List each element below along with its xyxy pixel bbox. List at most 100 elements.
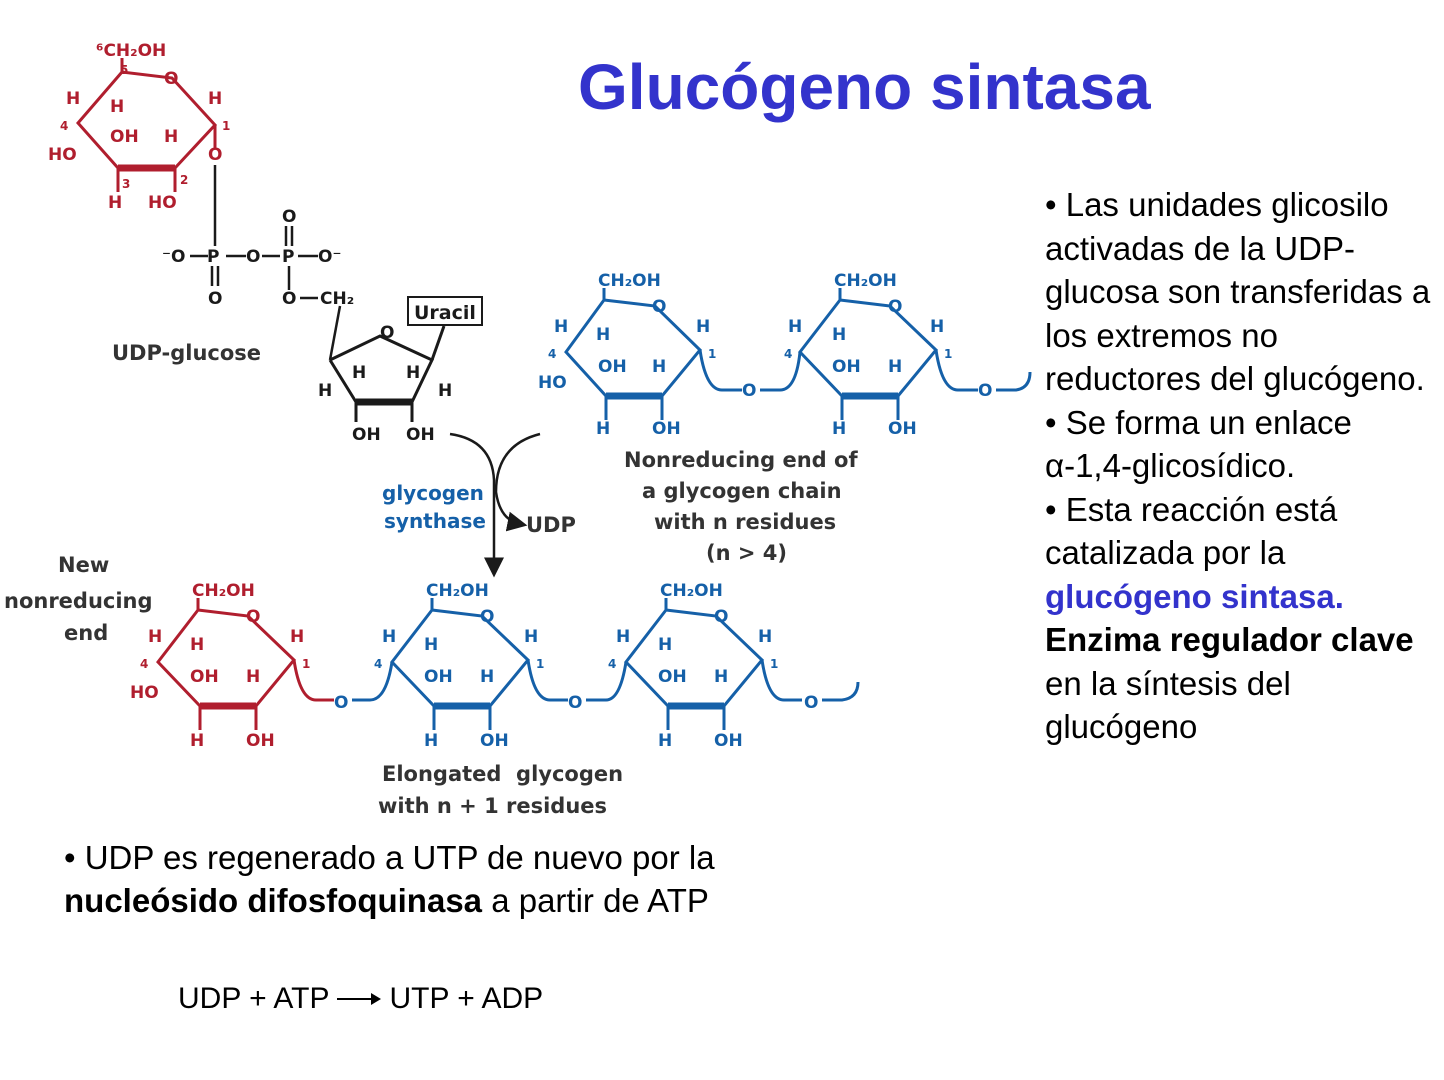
svg-text:2: 2 <box>180 173 188 187</box>
svg-text:O: O <box>568 693 582 713</box>
new-end-label-line1: New <box>58 553 109 577</box>
svg-text:H: H <box>696 317 710 337</box>
svg-text:H: H <box>382 627 396 647</box>
svg-text:⁶CH₂OH: ⁶CH₂OH <box>96 41 166 61</box>
bottom-chain-ring-new: CH₂OH O H 1 H H 4 HO OH H H OH <box>130 581 334 751</box>
svg-text:OH: OH <box>110 127 139 147</box>
svg-text:O: O <box>978 381 992 401</box>
bottom-chain-ring-1: CH₂OH O H 1 H H 4 OH H H OH O <box>352 581 628 751</box>
nonreducing-label-line4: (n > 4) <box>706 541 787 565</box>
nonreducing-label-line3: with n residues <box>654 510 836 534</box>
svg-text:O: O <box>380 323 394 343</box>
svg-text:CH₂OH: CH₂OH <box>834 271 897 291</box>
svg-text:OH: OH <box>246 731 275 751</box>
svg-text:O: O <box>652 297 666 317</box>
svg-text:H: H <box>290 627 304 647</box>
enzyme-label-line1: glycogen <box>382 481 484 505</box>
svg-text:OH: OH <box>832 357 861 377</box>
page-title: Glucógeno sintasa <box>578 51 1151 123</box>
svg-text:P: P <box>207 247 219 267</box>
svg-text:OH: OH <box>406 425 435 445</box>
svg-text:1: 1 <box>302 657 310 671</box>
svg-text:4: 4 <box>784 347 792 361</box>
svg-text:H: H <box>758 627 772 647</box>
svg-text:O: O <box>282 207 296 227</box>
svg-text:H: H <box>480 667 494 687</box>
equation-reactants: UDP + ATP <box>178 982 330 1015</box>
new-end-label-line3: end <box>64 621 108 645</box>
svg-text:⁻O: ⁻O <box>162 247 185 267</box>
svg-text:H: H <box>832 419 846 439</box>
svg-text:H: H <box>164 127 178 147</box>
svg-text:4: 4 <box>608 657 616 671</box>
svg-text:HO: HO <box>538 373 567 393</box>
bullet-udp-regeneration: • UDP es regenerado a UTP de nuevo por l… <box>64 836 824 922</box>
svg-text:H: H <box>108 193 122 213</box>
svg-text:OH: OH <box>424 667 453 687</box>
svg-text:H: H <box>930 317 944 337</box>
svg-text:P: P <box>282 247 294 267</box>
svg-text:O: O <box>480 607 494 627</box>
bullet-activated-units: • Las unidades glicosilo activadas de la… <box>1045 186 1431 397</box>
svg-text:H: H <box>352 363 366 383</box>
svg-text:1: 1 <box>536 657 544 671</box>
udp-regeneration-suffix: a partir de ATP <box>482 882 709 919</box>
svg-text:O: O <box>714 607 728 627</box>
svg-text:OH: OH <box>714 731 743 751</box>
bullet-catalysis: • Esta reacción está catalizada por la g… <box>1045 488 1440 749</box>
svg-text:OH: OH <box>658 667 687 687</box>
elongated-label-line2: with n + 1 residues <box>378 794 607 818</box>
svg-text:HO: HO <box>48 145 77 165</box>
svg-text:OH: OH <box>352 425 381 445</box>
svg-text:5: 5 <box>120 63 128 77</box>
svg-text:H: H <box>832 325 846 345</box>
svg-text:4: 4 <box>60 119 68 133</box>
svg-text:HO: HO <box>130 683 159 703</box>
svg-text:H: H <box>554 317 568 337</box>
svg-text:H: H <box>524 627 538 647</box>
svg-text:H: H <box>616 627 630 647</box>
svg-text:H: H <box>406 363 420 383</box>
right-explanation: • Las unidades glicosilo activadas de la… <box>1045 183 1440 749</box>
svg-text:1: 1 <box>708 347 716 361</box>
svg-text:H: H <box>148 627 162 647</box>
svg-text:CH₂: CH₂ <box>320 289 354 309</box>
equation-arrow-icon <box>337 993 382 1005</box>
svg-text:OH: OH <box>480 731 509 751</box>
svg-text:1: 1 <box>770 657 778 671</box>
svg-text:OH: OH <box>598 357 627 377</box>
key-enzyme-phrase: Enzima regulador clave <box>1045 621 1414 658</box>
svg-text:4: 4 <box>374 657 382 671</box>
svg-text:H: H <box>66 89 80 109</box>
svg-text:H: H <box>190 731 204 751</box>
bullet-catalysis-suffix: en la síntesis del glucógeno <box>1045 664 1291 746</box>
svg-text:H: H <box>424 635 438 655</box>
diphosphate-bridge <box>190 165 342 361</box>
udp-regeneration-prefix: • UDP es regenerado a UTP de nuevo por l… <box>64 839 715 876</box>
svg-text:OH: OH <box>190 667 219 687</box>
ribose-ring <box>328 325 446 422</box>
bottom-chain-ring-2: CH₂OH O H 1 H H 4 OH H H OH O <box>608 581 860 751</box>
svg-text:O: O <box>282 289 296 309</box>
enzyme-label-line2: synthase <box>384 509 486 533</box>
svg-text:H: H <box>190 635 204 655</box>
svg-text:H: H <box>318 381 332 401</box>
svg-text:H: H <box>652 357 666 377</box>
svg-text:H: H <box>658 635 672 655</box>
svg-text:O: O <box>888 297 902 317</box>
svg-text:H: H <box>438 381 452 401</box>
glycogen-synthase-reaction-diagram: ⁶CH₂OH O H 1 O H H 5 4 HO OH H 3 2 H HO … <box>4 41 1032 818</box>
svg-text:CH₂OH: CH₂OH <box>192 581 255 601</box>
new-glycosidic-oxygen: O <box>334 693 348 713</box>
udp-glucose-ring <box>76 58 218 192</box>
new-end-label-line2: nonreducing <box>4 589 153 613</box>
bottom-explanation: • UDP es regenerado a UTP de nuevo por l… <box>64 836 824 922</box>
svg-text:OH: OH <box>888 419 917 439</box>
svg-text:CH₂OH: CH₂OH <box>660 581 723 601</box>
bullet-catalysis-prefix: • Esta reacción está catalizada por la <box>1045 490 1338 572</box>
svg-text:H: H <box>658 731 672 751</box>
svg-text:1: 1 <box>222 119 230 133</box>
nonreducing-label-line1: Nonreducing end of <box>624 448 858 472</box>
diphosphate-atoms: ⁻O P O P O⁻ O O O CH₂ <box>162 207 354 309</box>
svg-text:O: O <box>804 693 818 713</box>
